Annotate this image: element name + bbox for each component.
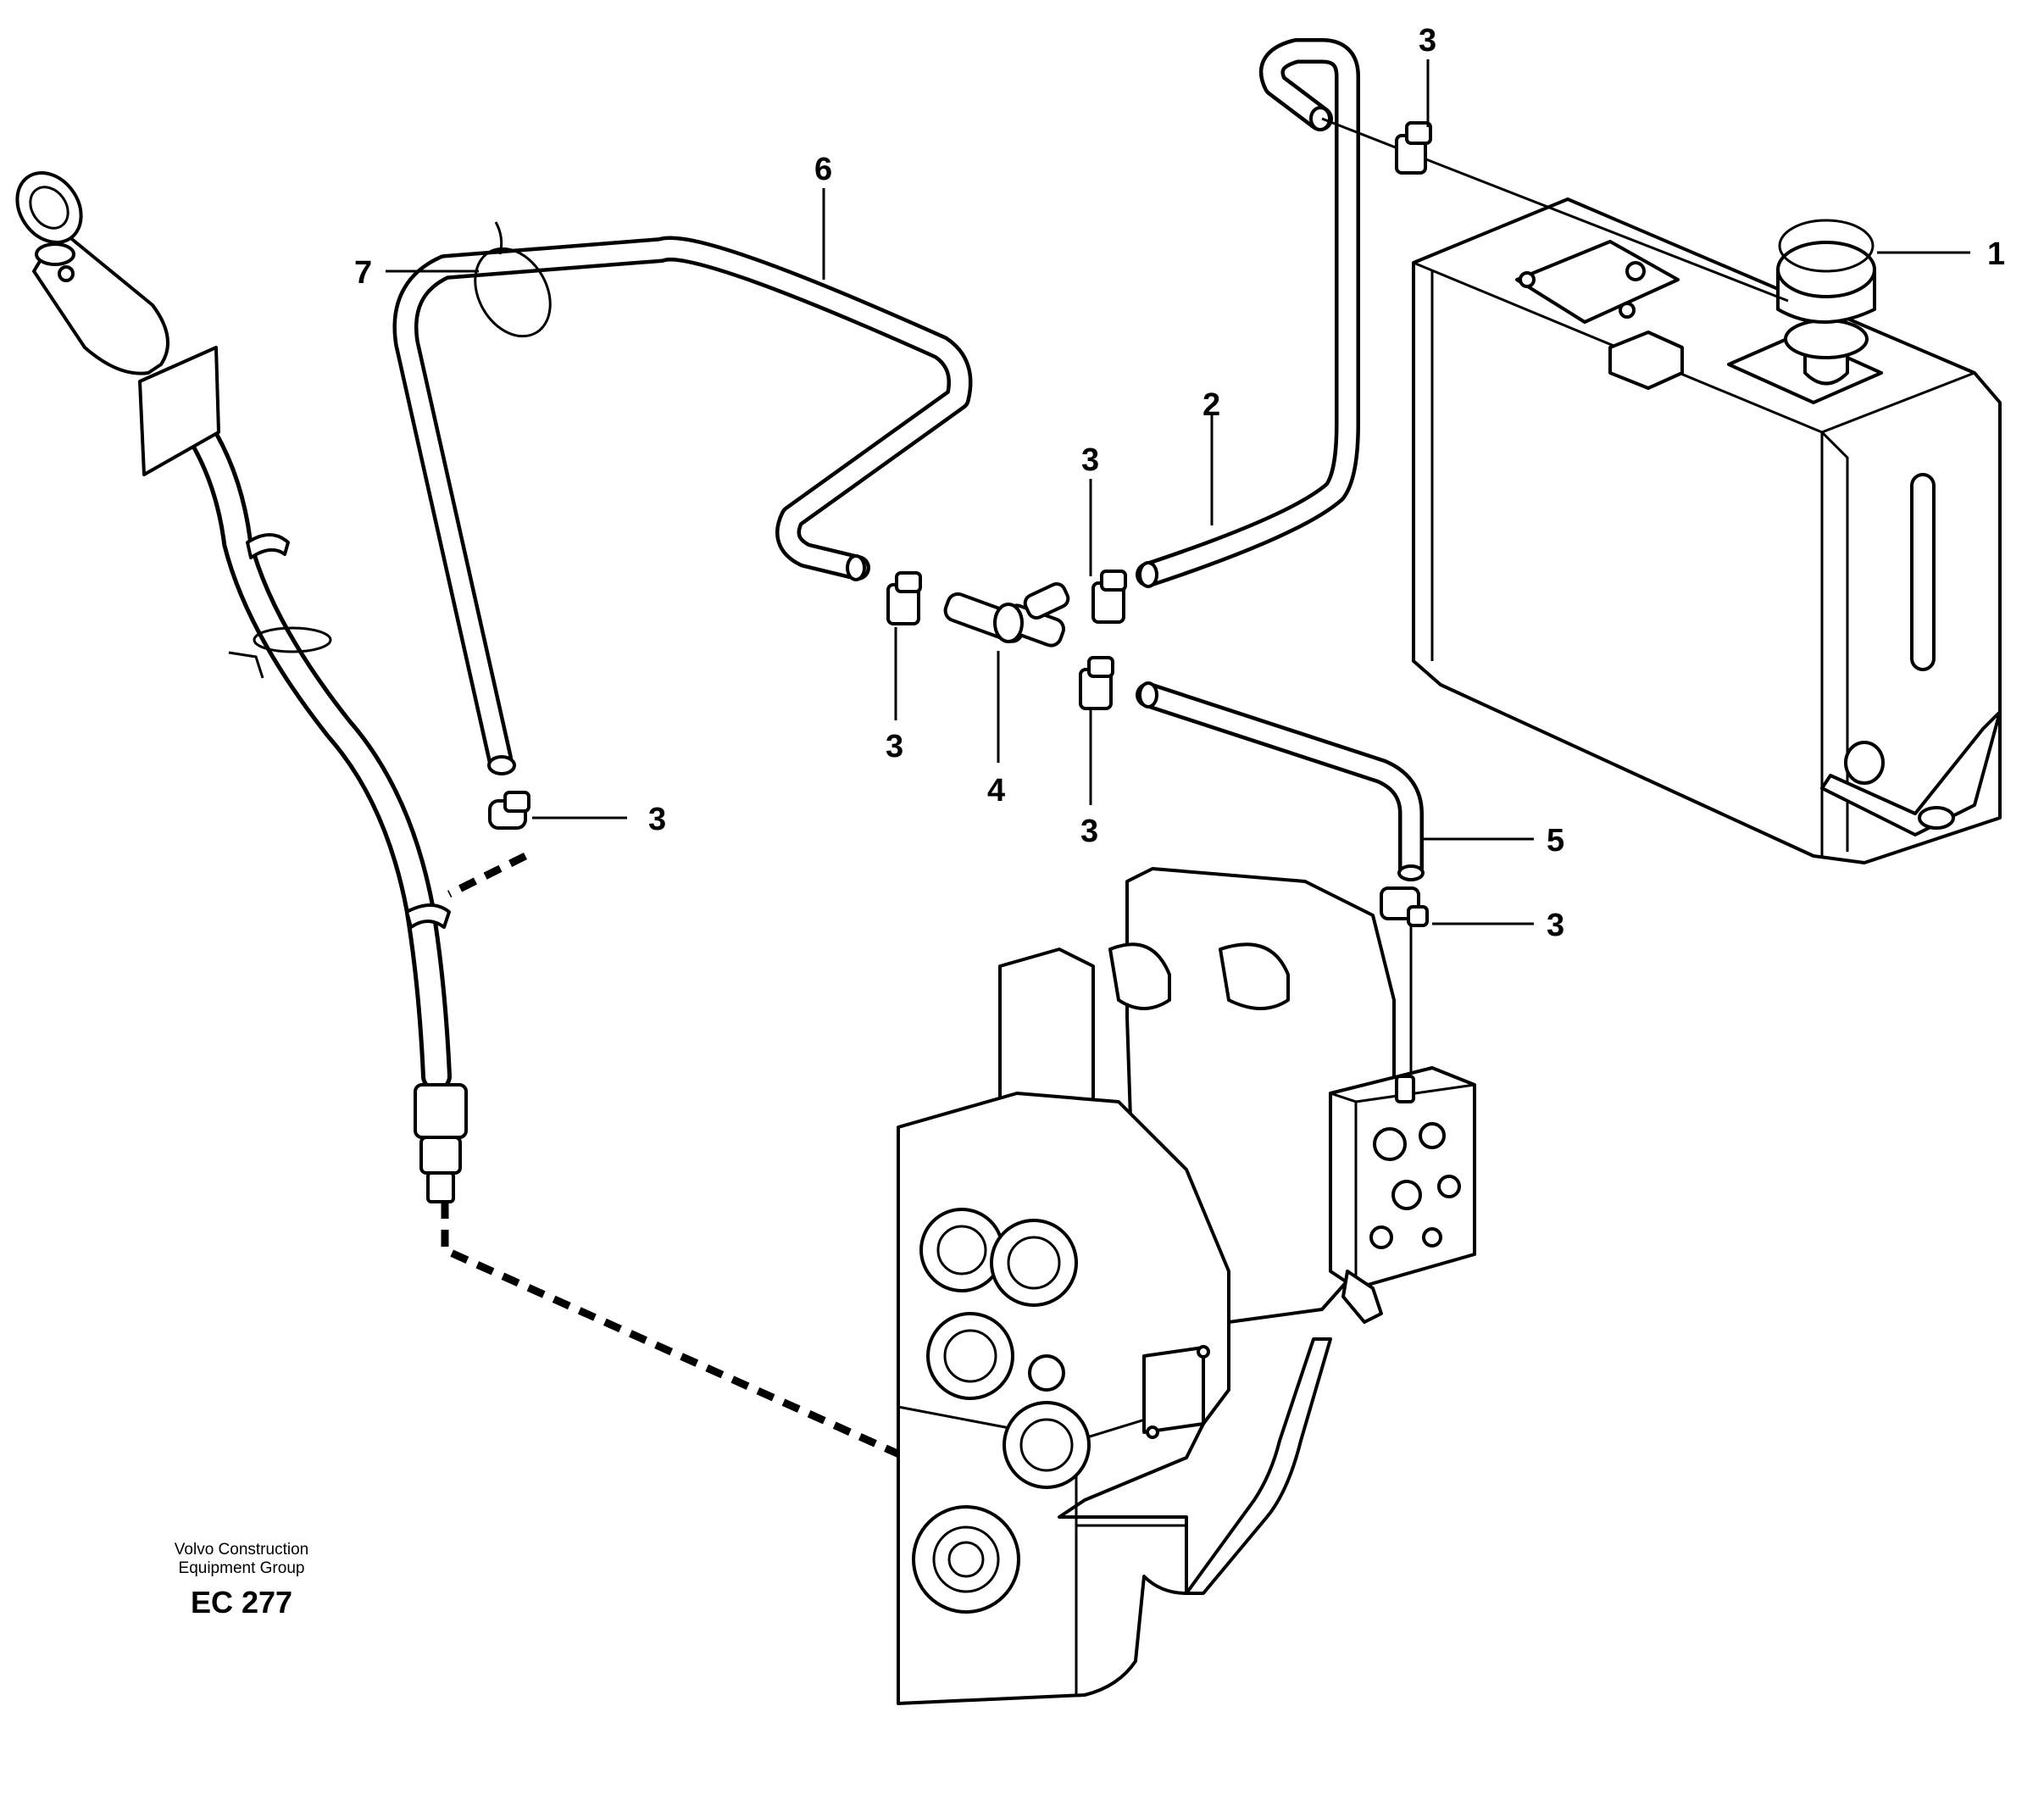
clamp-center-low: [1079, 656, 1114, 710]
clamp-right-low: [1380, 886, 1429, 927]
callout-2: 2: [1203, 387, 1220, 423]
callout-3-left-a: 3: [886, 729, 903, 764]
clamp-left-b: [488, 791, 530, 830]
dashed-connection-filler: [441, 1202, 908, 1462]
cable-tie-7: [474, 221, 552, 338]
callout-3-center-low: 3: [1080, 814, 1098, 849]
clamp-top: [1395, 121, 1432, 175]
filler-pipe: [15, 171, 468, 1203]
dashed-connection-hose: [447, 852, 528, 898]
drawing-code: EC 277: [190, 1585, 293, 1620]
callout-7: 7: [354, 255, 372, 291]
callout-3-left-b: 3: [648, 802, 666, 837]
control-valve: [1329, 1066, 1476, 1324]
callout-1: 1: [1987, 236, 2005, 272]
callout-3-right-low: 3: [1547, 908, 1564, 943]
callout-3-top: 3: [1419, 23, 1436, 58]
hose-clamps: [474, 121, 1432, 927]
hydraulic-tank: [1412, 197, 2002, 864]
hose-6: [392, 236, 973, 775]
leader-lines: [386, 59, 1970, 925]
clamp-left-a: [886, 571, 922, 625]
callout-6: 6: [814, 152, 832, 187]
hose-5: [1136, 681, 1425, 881]
tee-connector-4: [943, 582, 1070, 647]
clamp-mid-upper: [1091, 570, 1127, 624]
company-name-line2: Equipment Group: [178, 1559, 305, 1577]
callout-4: 4: [987, 773, 1005, 809]
drawing-footer: Volvo Construction Equipment Group EC 27…: [127, 1541, 356, 1622]
hose-2: [1136, 38, 1360, 588]
transmission: [897, 867, 1396, 1705]
callout-5: 5: [1547, 823, 1564, 859]
company-name-line1: Volvo Construction: [174, 1541, 309, 1559]
callout-3-mid-upper: 3: [1081, 442, 1099, 478]
